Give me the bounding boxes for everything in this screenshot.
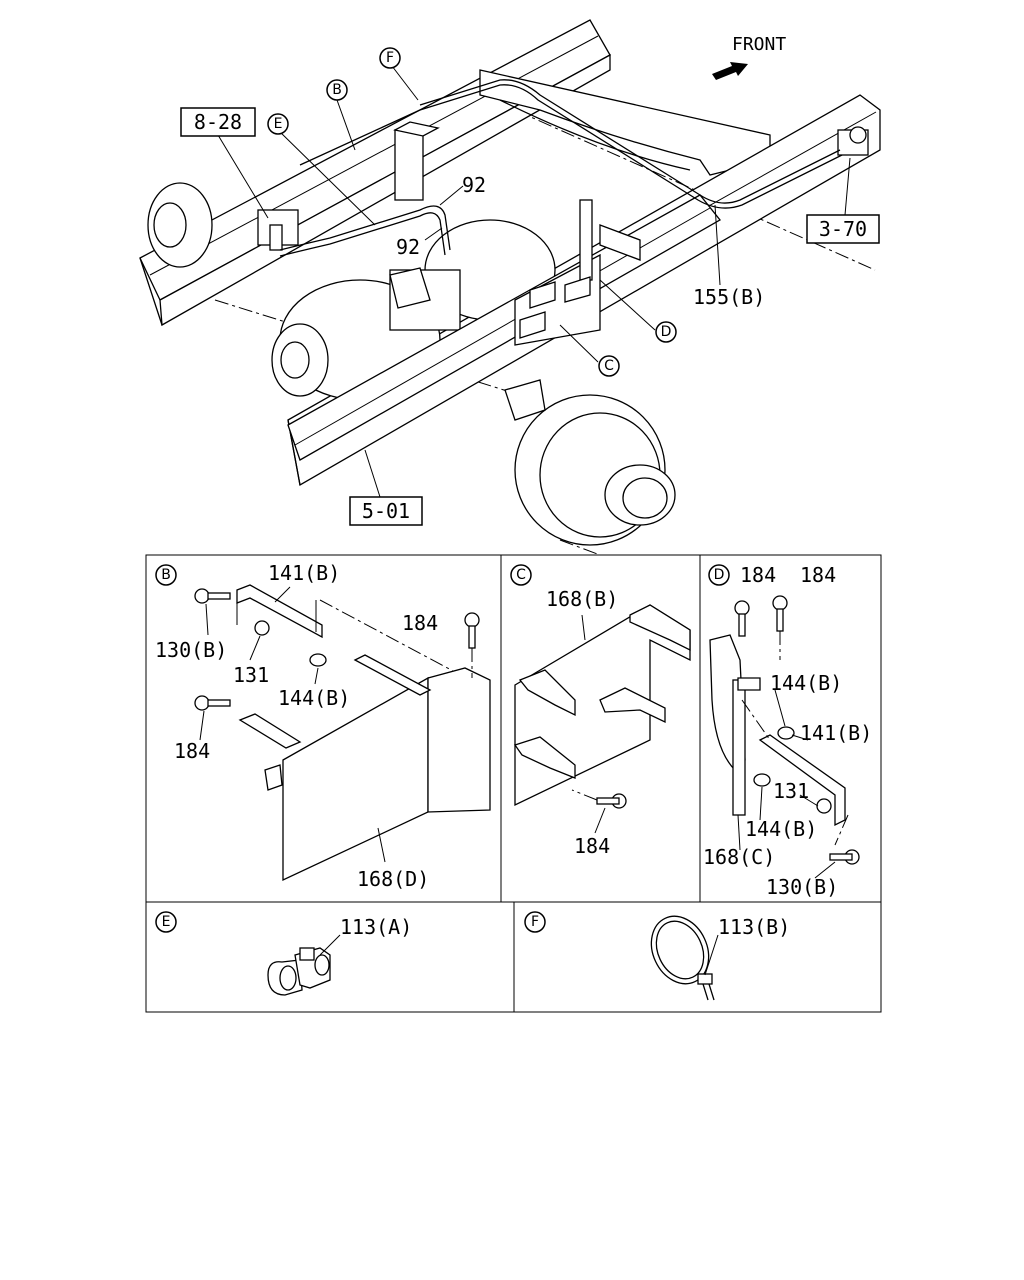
detail-panel-b: B: [155, 561, 491, 891]
label-92-lower: 92: [396, 235, 420, 259]
c-label-168b: 168(B): [546, 587, 618, 611]
tank-body: [479, 69, 771, 176]
detail-panel-f: F 113(B): [524, 911, 790, 1001]
valve-block: [257, 209, 299, 251]
e-label-113a: 113(A): [340, 915, 412, 939]
callout-b: B: [326, 79, 348, 101]
ref-5-01-text: 5-01: [362, 499, 410, 523]
bolt-184-c: [571, 789, 627, 809]
bolt-184-d-b: [772, 595, 788, 660]
bolt-184-d-a: [734, 600, 750, 637]
svg-text:C: C: [604, 358, 614, 374]
bracket-assembly-c-d: [514, 199, 641, 346]
front-arrow-icon: [712, 62, 748, 80]
f-label-113b: 113(B): [718, 915, 790, 939]
b-label-131: 131: [233, 663, 269, 687]
bolt-184-top: [464, 612, 480, 678]
svg-text:E: E: [162, 914, 171, 930]
washer-144b-d-top: [777, 726, 795, 740]
washer-144b: [309, 653, 327, 667]
detail-panel-c: C 168(B) 184: [510, 564, 691, 858]
d-label-141b: 141(B): [800, 721, 872, 745]
svg-text:B: B: [332, 82, 342, 98]
d-label-130b: 130(B): [766, 875, 838, 899]
b-label-130b: 130(B): [155, 638, 227, 662]
main-assembly-view: FRONT 8-28 3-70 5-01 F B E: [139, 19, 881, 556]
ref-3-70-text: 3-70: [819, 217, 867, 241]
nut-131-d: [816, 798, 832, 814]
b-label-168d: 168(D): [357, 867, 429, 891]
svg-text:D: D: [714, 567, 725, 583]
ref-box-5-01: 5-01: [349, 496, 423, 526]
panel-b-tag: B: [155, 564, 177, 586]
detail-panel-e: E 113(A): [155, 911, 412, 996]
callout-f: F: [379, 47, 401, 69]
detail-panels-frame: [145, 554, 882, 1013]
leader-lines: [217, 65, 851, 498]
ref-box-3-70: 3-70: [806, 214, 880, 244]
pipe-lines: [279, 79, 843, 257]
callout-d: D: [655, 321, 677, 343]
ref-8-28-text: 8-28: [194, 110, 242, 134]
b-label-184-left: 184: [174, 739, 210, 763]
panel-d-tag: D: [708, 564, 730, 586]
cable-tie-113b: [650, 915, 715, 1001]
svg-text:F: F: [531, 914, 539, 930]
svg-text:D: D: [661, 324, 672, 340]
axle-drum-left: [147, 182, 213, 268]
valve-right: [837, 126, 869, 156]
svg-text:F: F: [386, 50, 394, 66]
svg-text:B: B: [161, 567, 171, 583]
bolt-130b: [194, 588, 231, 604]
front-label: FRONT: [732, 34, 786, 55]
label-92-upper: 92: [462, 173, 486, 197]
front-arrow: FRONT: [712, 34, 786, 80]
d-label-144b-top: 144(B): [770, 671, 842, 695]
bolt-130b-d: [829, 849, 860, 865]
callout-e: E: [267, 113, 289, 135]
nut-131: [254, 620, 270, 636]
clip-113a: [267, 947, 331, 996]
axle-housing: [271, 219, 556, 401]
detail-panel-d: D: [703, 563, 872, 899]
b-label-141b: 141(B): [268, 561, 340, 585]
axle-hub-front: [504, 379, 676, 546]
bolt-184-left: [194, 695, 231, 711]
panel-e-tag: E: [155, 911, 177, 933]
panel-f-tag: F: [524, 911, 546, 933]
callout-c: C: [598, 355, 620, 377]
ref-box-8-28: 8-28: [180, 107, 256, 137]
canister: [393, 121, 440, 201]
washer-144b-d-low: [753, 773, 771, 787]
svg-text:E: E: [274, 116, 283, 132]
c-label-184: 184: [574, 834, 610, 858]
label-155b: 155(B): [693, 285, 765, 309]
svg-text:C: C: [516, 567, 526, 583]
d-label-184-b: 184: [800, 563, 836, 587]
b-label-184-top: 184: [402, 611, 438, 635]
d-label-184-a: 184: [740, 563, 776, 587]
d-label-131: 131: [773, 779, 809, 803]
b-label-144b: 144(B): [278, 686, 350, 710]
frame-rail-lower: [287, 194, 721, 461]
panel-c-tag: C: [510, 564, 532, 586]
d-label-168c: 168(C): [703, 845, 775, 869]
d-label-144b-low: 144(B): [745, 817, 817, 841]
